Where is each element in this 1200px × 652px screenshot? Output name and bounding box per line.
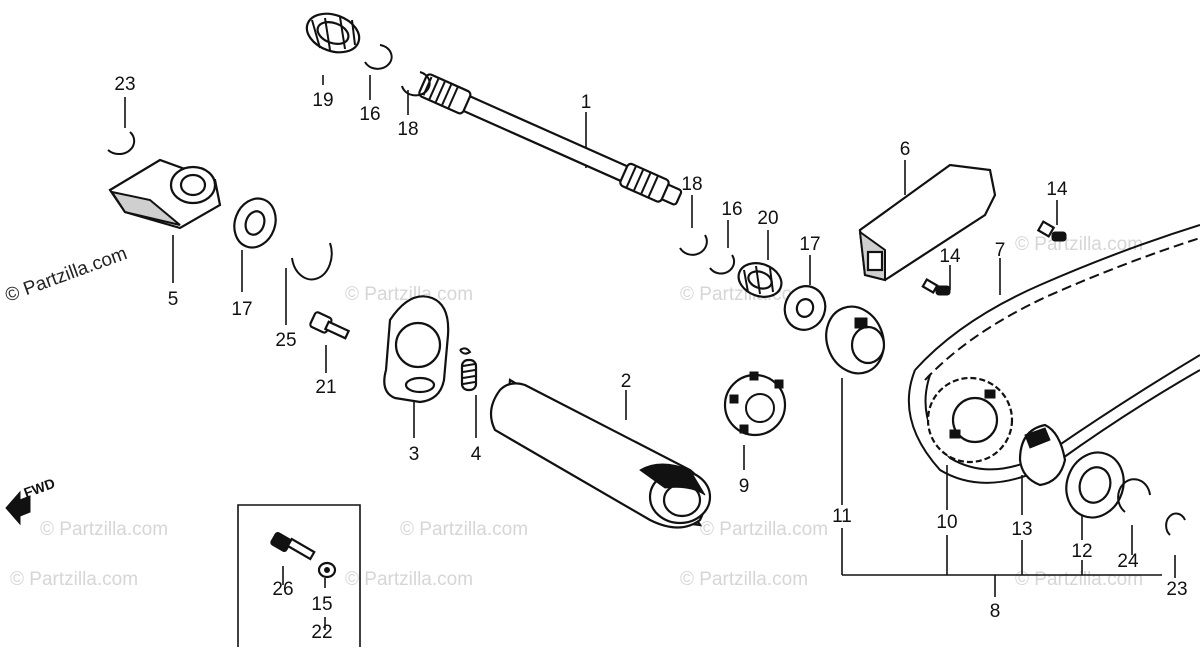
callout-21: 21 <box>315 377 336 398</box>
callout-13: 13 <box>1011 519 1032 540</box>
part-circlip-16-mid <box>709 254 736 275</box>
callout-12: 12 <box>1071 541 1092 562</box>
part-washer-12 <box>1065 451 1125 519</box>
callout-14-right: 14 <box>1046 179 1068 200</box>
fwd-label: FWD <box>22 475 57 501</box>
part-hub-11 <box>825 305 886 375</box>
callout-26: 26 <box>272 579 293 600</box>
part-circlip-18-mid <box>679 234 708 256</box>
forward-arrow: FWD <box>5 475 57 526</box>
part-washer-17-left <box>233 197 277 249</box>
part-circlip-23-left <box>107 131 136 156</box>
callout-19: 19 <box>312 90 333 111</box>
parts <box>107 12 1200 579</box>
part-chain-guide-6 <box>858 163 997 282</box>
callout-17-left: 17 <box>231 299 252 320</box>
part-spindle <box>418 73 683 206</box>
callout-25: 25 <box>275 330 296 351</box>
part-circlip-23-right <box>1165 512 1186 536</box>
callout-23-left: 23 <box>114 74 135 95</box>
part-spring-4 <box>459 347 478 392</box>
watermark: © Partzilla.com <box>345 284 473 305</box>
part-bolt-21 <box>309 311 351 340</box>
callout-labels: 1 2 3 4 5 6 7 8 9 10 11 12 13 14 14 15 1… <box>114 74 1187 643</box>
part-circlip-16-top <box>364 44 393 70</box>
callout-22: 22 <box>311 622 332 643</box>
part-bolt-26 <box>270 532 316 561</box>
callout-23-right: 23 <box>1166 579 1187 600</box>
watermark: © Partzilla.com <box>700 519 828 540</box>
callout-2: 2 <box>621 371 632 392</box>
watermark: © Partzilla.com <box>1015 234 1143 255</box>
callout-8: 8 <box>990 601 1001 622</box>
callout-16-mid: 16 <box>721 199 742 220</box>
callout-16-top: 16 <box>359 104 380 125</box>
part-ratchet-collar <box>108 158 222 230</box>
callout-17-mid: 17 <box>799 234 820 255</box>
callout-15: 15 <box>311 594 332 615</box>
watermark: © Partzilla.com <box>3 243 130 307</box>
watermark: © Partzilla.com <box>40 519 168 540</box>
callout-1: 1 <box>581 92 592 113</box>
callout-20: 20 <box>757 208 778 229</box>
callout-18-top: 18 <box>397 119 418 140</box>
part-plate-3 <box>383 295 450 404</box>
watermark: © Partzilla.com <box>680 569 808 590</box>
callout-6: 6 <box>900 139 911 160</box>
part-washer-17-mid <box>783 285 827 331</box>
part-washer-15 <box>317 561 337 579</box>
callout-7: 7 <box>995 240 1006 261</box>
kit-bracket <box>237 504 361 647</box>
arrow-icon <box>5 490 31 526</box>
callout-10: 10 <box>936 512 957 533</box>
callout-14-left: 14 <box>939 246 961 267</box>
part-bolt-14-left <box>921 278 951 296</box>
callout-24: 24 <box>1117 551 1139 572</box>
callout-9: 9 <box>739 476 750 497</box>
watermark: © Partzilla.com <box>400 519 528 540</box>
watermarks: © Partzilla.com © Partzilla.com © Partzi… <box>3 234 1144 590</box>
callout-3: 3 <box>409 444 420 465</box>
part-circlip-18-top <box>401 71 431 97</box>
callout-4: 4 <box>471 444 482 465</box>
callout-18-mid: 18 <box>681 174 702 195</box>
part-sleeve-2 <box>489 378 712 529</box>
part-gear-9 <box>723 371 787 437</box>
part-circlip-25 <box>291 242 333 281</box>
part-needle-bearing-mid <box>737 262 783 298</box>
part-circlip-24 <box>1117 478 1151 513</box>
watermark: © Partzilla.com <box>1015 569 1143 590</box>
part-bolt-14-right <box>1036 220 1067 242</box>
part-ratchet-13 <box>1018 423 1067 487</box>
callout-5: 5 <box>168 289 179 310</box>
watermark: © Partzilla.com <box>10 569 138 590</box>
part-needle-bearing-top <box>305 12 361 54</box>
callout-11: 11 <box>832 506 852 527</box>
watermark: © Partzilla.com <box>345 569 473 590</box>
part-sprocket-10 <box>926 376 1014 464</box>
